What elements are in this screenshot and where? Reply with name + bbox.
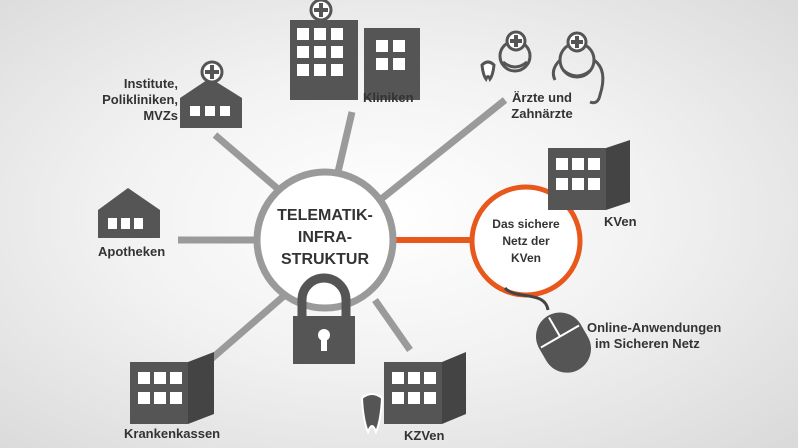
clinic-icon	[180, 60, 242, 128]
mouse-icon	[536, 312, 591, 373]
dental-building-icon	[360, 352, 466, 435]
pharmacy-icon	[98, 188, 160, 238]
hub-label: TELEMATIK- INFRA- STRUKTUR	[262, 205, 388, 271]
insurance-building-icon	[130, 352, 214, 424]
label-institute: Institute, Polikliniken, MVZs	[78, 76, 178, 124]
connector-krankenkassen	[207, 292, 288, 363]
lock-icon	[293, 273, 355, 364]
connector-aerzte	[377, 97, 508, 203]
label-online-line: im Sicheren Netz	[595, 336, 700, 351]
kven-network-label-line: Netz der	[502, 234, 550, 248]
hub-ring	[253, 168, 397, 312]
kven-network-label-line: KVen	[510, 251, 541, 265]
kven-network-label: Das sichere Netz der KVen	[476, 216, 576, 267]
connector-institute	[212, 132, 288, 198]
label-institute-line: Polikliniken,	[102, 92, 178, 107]
label-aerzte: Ärzte und Zahnärzte	[492, 90, 592, 122]
label-kven: KVen	[604, 214, 637, 229]
hub-label-line: INFRA-	[297, 229, 353, 246]
kven-building-icon	[548, 140, 630, 210]
label-apotheken: Apotheken	[98, 244, 166, 259]
mouse-cable	[503, 286, 550, 311]
label-kzven: KZVen	[404, 428, 445, 443]
hub-label-line: TELEMATIK-	[277, 207, 373, 224]
hospital-icon	[290, 0, 420, 100]
label-aerzte-line: Zahnärzte	[511, 106, 573, 121]
kven-network-label-line: Das sichere	[492, 217, 560, 231]
label-krankenkassen: Krankenkassen	[124, 426, 221, 441]
doctors-icon	[480, 30, 605, 105]
label-online: Online-Anwendungen im Sicheren Netz	[587, 320, 721, 352]
connectors	[178, 97, 508, 363]
hub-label-line: STRUKTUR	[281, 251, 369, 268]
label-institute-line: MVZs	[143, 108, 178, 123]
label-online-line: Online-Anwendungen	[587, 320, 722, 335]
label-institute-line: Institute,	[123, 76, 178, 91]
label-aerzte-line: Ärzte und	[512, 90, 572, 105]
label-kliniken: Kliniken	[363, 90, 414, 105]
connector-kzven	[372, 297, 413, 353]
